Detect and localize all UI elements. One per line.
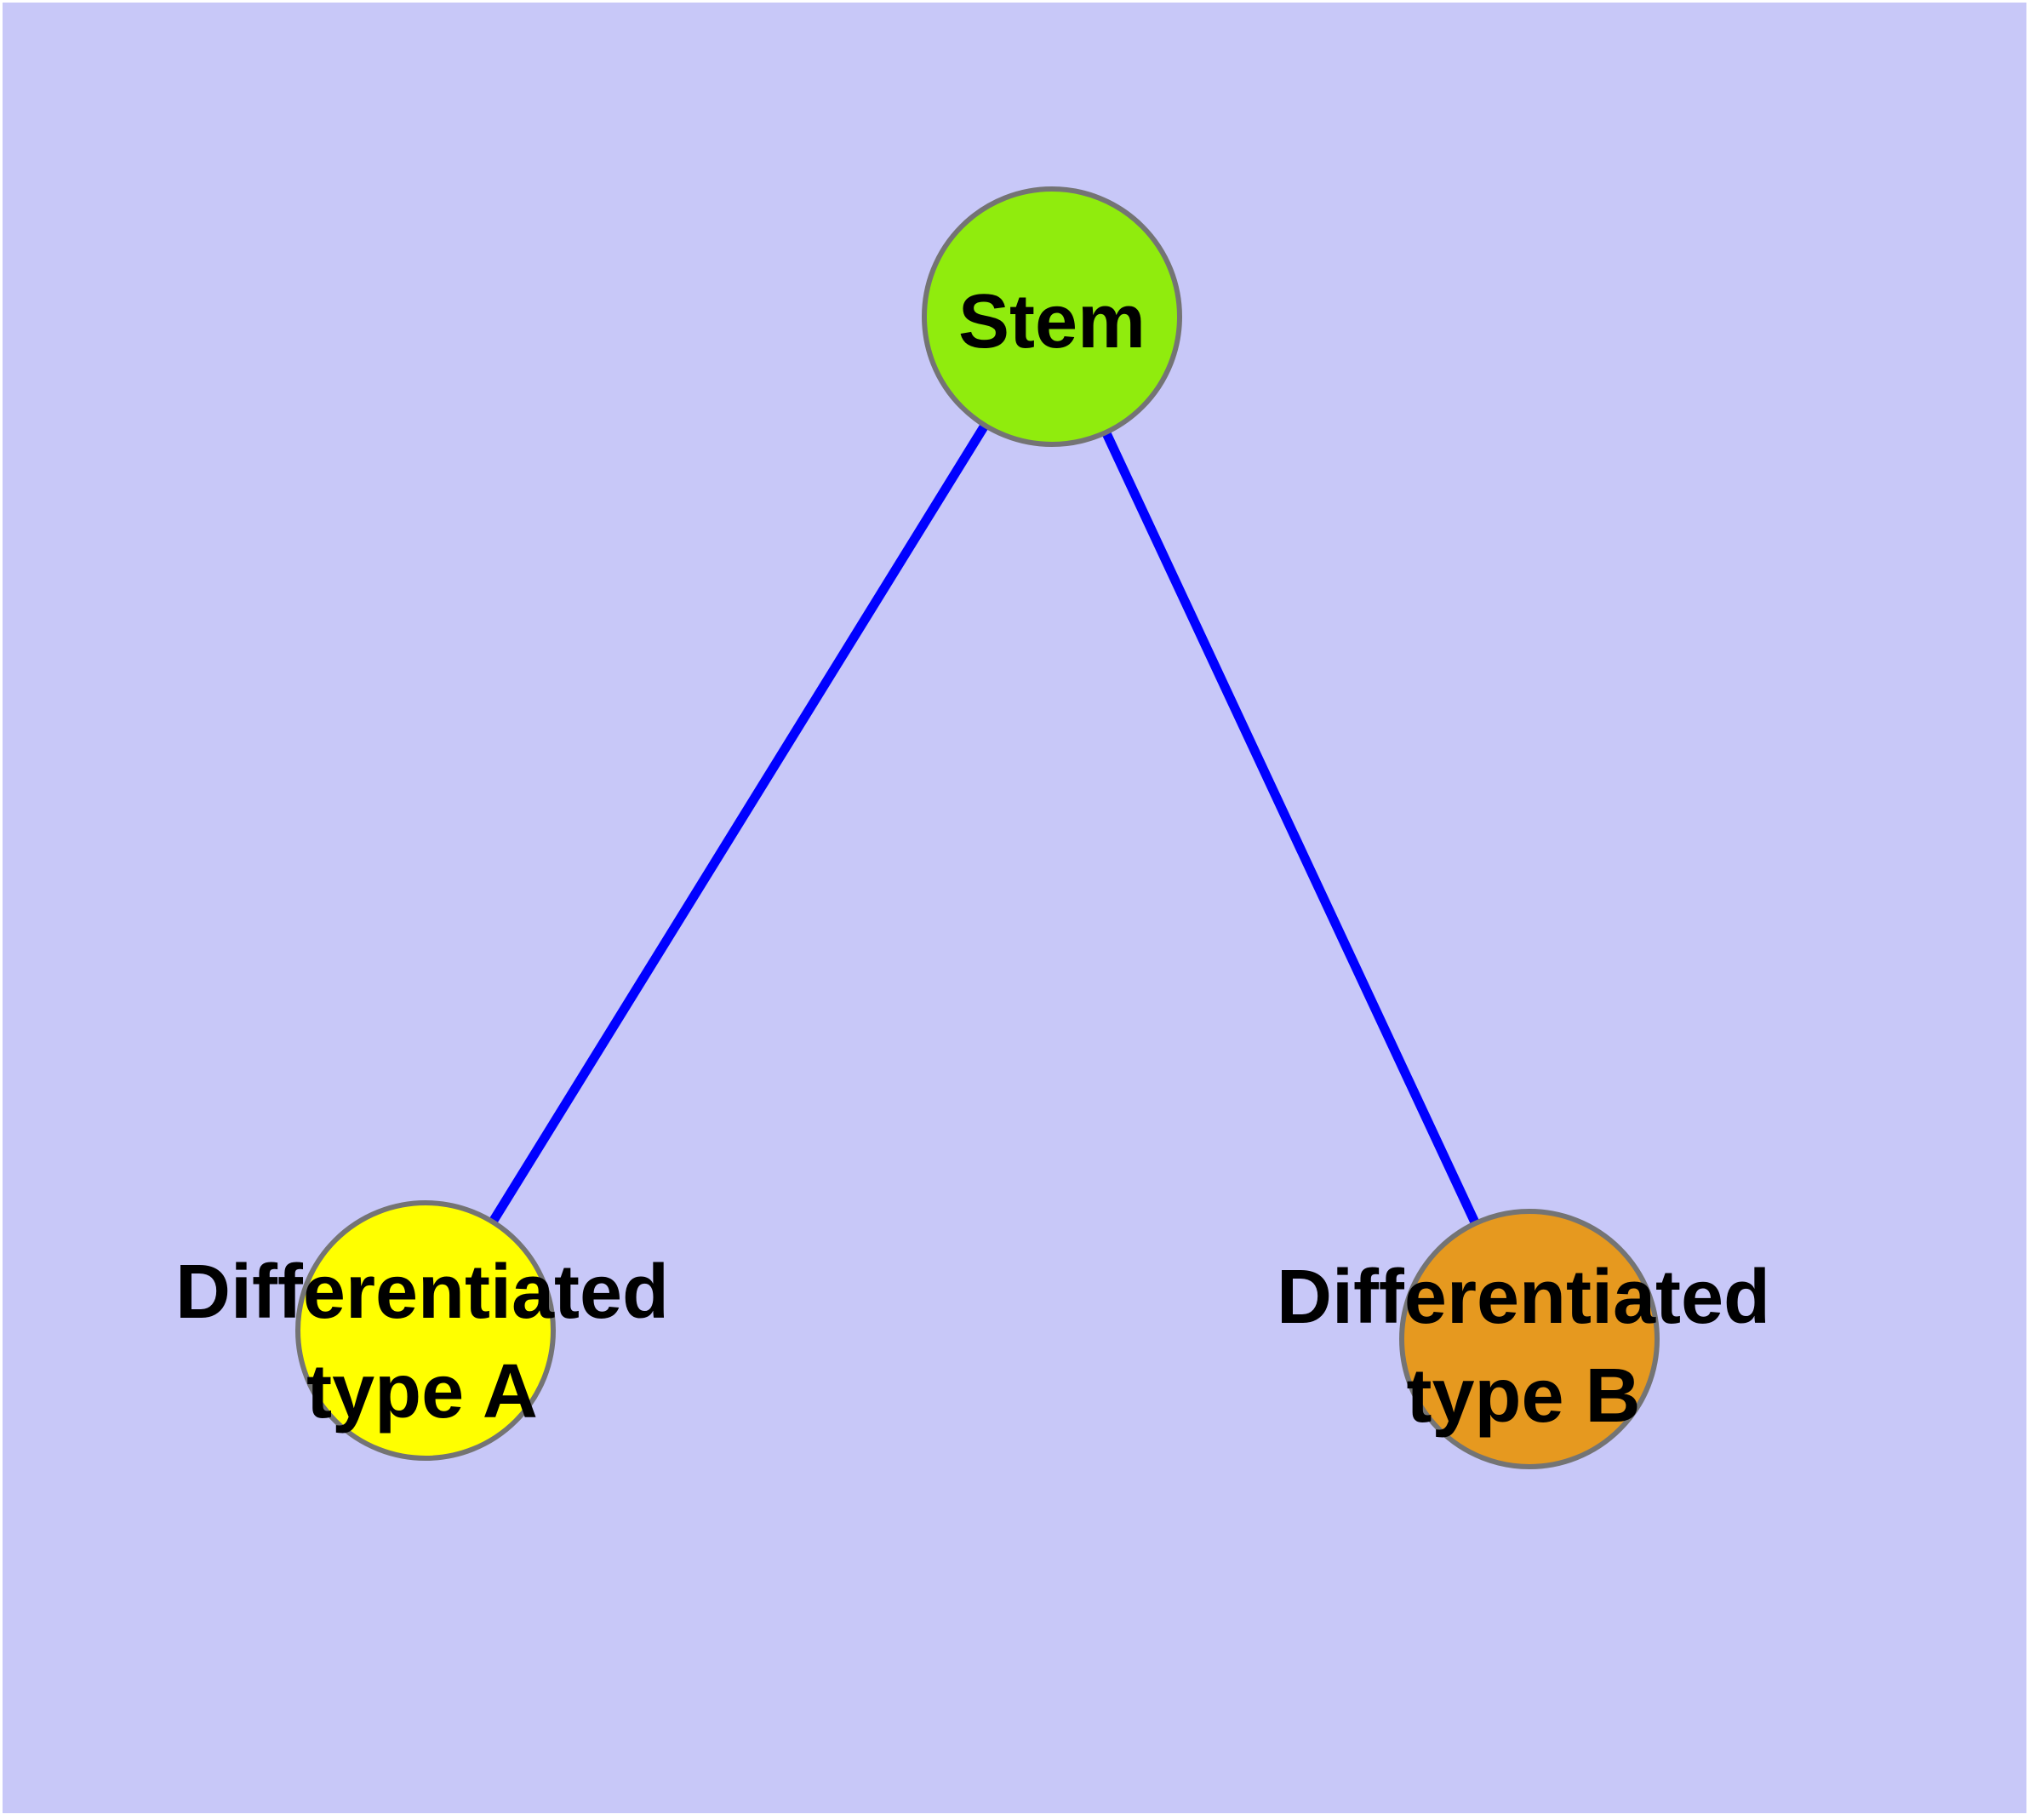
node-stem [922, 186, 1182, 447]
node-stem-label: Stem [958, 279, 1146, 364]
edge-stem-to-type-a [421, 314, 1056, 1333]
node-type-a-label-line1: Differentiated [175, 1250, 669, 1335]
node-type-a-label-line2: type A [306, 1349, 538, 1434]
node-differentiated-type-b [1399, 1209, 1660, 1469]
node-type-b-label-line2: type B [1406, 1354, 1640, 1439]
node-type-b-label-line1: Differentiated [1277, 1255, 1770, 1340]
edge-stem-to-type-b [1048, 314, 1534, 1342]
node-differentiated-type-a [295, 1200, 556, 1461]
